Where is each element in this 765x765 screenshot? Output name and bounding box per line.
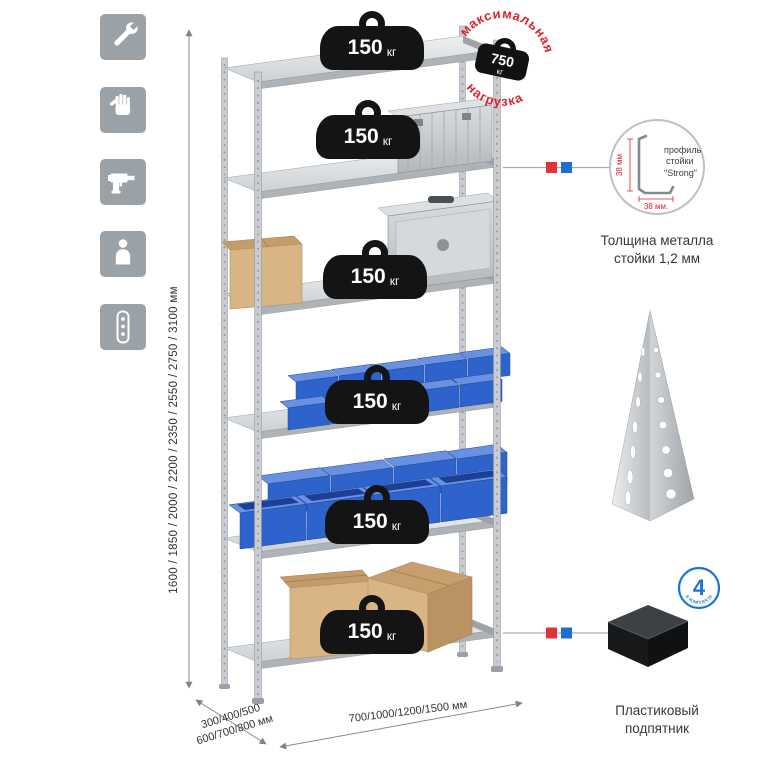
plastic-foot-image [607, 605, 689, 667]
width-dimension-line [279, 700, 523, 750]
cardboard-box-small [221, 235, 303, 310]
marker-blue-top [561, 162, 572, 173]
load-value: 150 [347, 36, 383, 59]
load-value: 150 [347, 620, 383, 643]
profile-callout: 38 мм 38 мм. профиль стойки "Strong" [609, 119, 705, 215]
included-count-badge: 4 в комплекте [677, 566, 721, 610]
load-value: 150 [352, 510, 388, 533]
profile-caption-line2: стойки 1,2 мм [613, 250, 701, 266]
wrench-icon [114, 19, 141, 46]
stamp-value: 750 [489, 50, 515, 71]
profile-caption-line1: Толщина металла [600, 233, 714, 248]
rack-foot [457, 652, 468, 657]
legend-tile-person [100, 231, 146, 277]
foot-caption: Пластиковый подпятник [567, 702, 747, 737]
load-unit: кг [382, 133, 393, 148]
legend-tile-profile [100, 304, 146, 350]
load-value: 150 [343, 125, 379, 148]
drill-icon [108, 173, 135, 194]
marker-red-bottom [546, 627, 557, 639]
foot-caption-line2: подпятник [624, 720, 690, 736]
load-value: 150 [350, 265, 386, 288]
profile-label-3: "Strong" [664, 168, 697, 178]
load-unit: кг [391, 518, 402, 533]
profile-caption: Толщина металла стойки 1,2 мм [567, 232, 747, 267]
legend-tile-gloves [100, 87, 146, 133]
glove-icon [109, 94, 131, 115]
profile-dim-vertical: 38 мм [615, 154, 624, 176]
load-value: 150 [352, 390, 388, 413]
load-unit: кг [386, 44, 397, 59]
corner-post-image [611, 309, 695, 522]
depth-dimension-line [195, 699, 267, 745]
rack-foot [219, 684, 230, 689]
legend-tile-drill [100, 159, 146, 205]
load-unit: кг [391, 398, 402, 413]
badge-count: 4 [693, 575, 706, 600]
stamp-unit: кг [496, 67, 504, 77]
profile-dim-horizontal: 38 мм. [644, 202, 668, 211]
profile-drawing [637, 134, 675, 195]
load-unit: кг [389, 273, 400, 288]
height-dimensions-label: 1600 / 1850 / 2000 / 2200 / 2350 / 2550 … [168, 286, 180, 594]
legend-tile-tools [100, 14, 146, 60]
person-icon [115, 239, 131, 265]
marker-red-top [546, 162, 557, 173]
foot-caption-line1: Пластиковый [615, 703, 699, 718]
profile-label-1: профиль [664, 145, 702, 155]
perforated-profile-icon [116, 310, 130, 344]
marker-blue-bottom [561, 627, 572, 639]
profile-label-2: стойки [666, 156, 694, 166]
load-unit: кг [386, 628, 397, 643]
rack-foot [491, 666, 503, 672]
